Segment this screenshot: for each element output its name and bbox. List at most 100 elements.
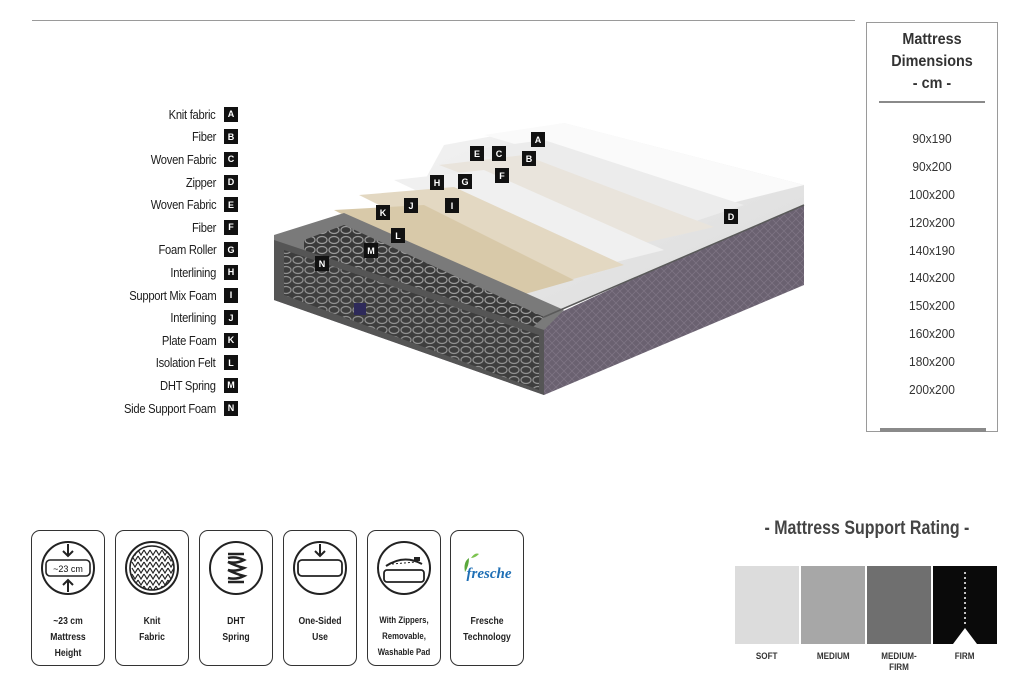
legend-badge: C bbox=[224, 151, 238, 167]
dimensions-title: Mattress Dimensions - cm - bbox=[891, 31, 973, 92]
dimension-item: 150x200 bbox=[909, 298, 955, 314]
feature-label-line: Removable, bbox=[382, 631, 426, 642]
rating-label-text: MEDIUM-FIRM bbox=[881, 651, 917, 673]
feature-label-line: Height bbox=[54, 647, 82, 659]
svg-text:fresche: fresche bbox=[467, 566, 512, 582]
rating-label-text: MEDIUM bbox=[816, 651, 850, 662]
marker-I: I bbox=[445, 198, 459, 213]
rating-segment-firm bbox=[933, 566, 997, 644]
height-icon: ~23 cm bbox=[40, 540, 96, 596]
legend-item-j: Interlining J bbox=[60, 306, 238, 329]
legend-label: Foam Roller bbox=[157, 242, 216, 258]
legend-badge: G bbox=[224, 242, 238, 258]
feature-label-line: One-Sided bbox=[298, 615, 342, 627]
marker-F: F bbox=[495, 168, 509, 183]
legend-badge: I bbox=[224, 287, 238, 303]
feature-label-line: Fabric bbox=[139, 631, 165, 643]
legend-badge: K bbox=[224, 332, 238, 348]
feature-label: With Zippers,Removable,Washable Pad bbox=[368, 613, 440, 661]
legend-label: Interlining bbox=[170, 310, 216, 326]
mattress-dimensions-panel: Mattress Dimensions - cm - 90x190 90x200 1… bbox=[866, 22, 998, 432]
feature-label-line: With Zippers, bbox=[379, 615, 429, 626]
legend-item-c: Woven Fabric C bbox=[60, 148, 238, 171]
dimension-item: 140x190 bbox=[909, 242, 955, 258]
rating-label-text: SOFT bbox=[756, 651, 778, 662]
legend-label: Side Support Foam bbox=[124, 400, 216, 416]
dimension-item: 90x200 bbox=[912, 158, 952, 174]
legend-label: Zipper bbox=[185, 174, 216, 190]
dimensions-divider bbox=[879, 101, 985, 103]
dimensions-list: 90x190 90x200 100x200 120x200 140x190 140x200… bbox=[867, 125, 997, 404]
marker-E: E bbox=[470, 146, 484, 161]
legend-item-m: DHT Spring M bbox=[60, 374, 238, 397]
legend-item-k: Plate Foam K bbox=[60, 329, 238, 352]
legend-label: Woven Fabric bbox=[150, 151, 216, 167]
feature-label-line: Knit bbox=[143, 615, 161, 627]
fresche-logo: fresche bbox=[459, 540, 515, 596]
legend-item-n: Side Support Foam N bbox=[60, 397, 238, 420]
legend-badge: B bbox=[224, 129, 238, 145]
legend-badge: L bbox=[224, 355, 238, 371]
feature-label-line: ~23 cm bbox=[53, 615, 83, 627]
dimension-item: 180x200 bbox=[909, 354, 955, 370]
marker-B: B bbox=[522, 151, 536, 166]
rating-label-soft: SOFT bbox=[735, 651, 799, 673]
marker-G: G bbox=[458, 174, 472, 189]
dimension-item: 100x200 bbox=[909, 186, 955, 202]
dimension-item: 160x200 bbox=[909, 326, 955, 342]
legend-badge: J bbox=[224, 310, 238, 326]
legend-label: Plate Foam bbox=[161, 332, 216, 348]
marker-A: A bbox=[531, 132, 545, 147]
zipper-pad-icon bbox=[376, 540, 432, 596]
legend-label: DHT Spring bbox=[160, 377, 216, 393]
feature-label-line: Spring bbox=[222, 631, 250, 643]
rating-label-text: FIRM bbox=[955, 651, 975, 662]
marker-L: L bbox=[391, 228, 405, 243]
dimension-item: 200x200 bbox=[909, 382, 955, 398]
feature-label-line: Fresche bbox=[470, 615, 504, 627]
legend-item-d: Zipper D bbox=[60, 171, 238, 194]
legend-badge: A bbox=[224, 106, 238, 122]
support-rating-title: - Mattress Support Rating - bbox=[764, 518, 970, 539]
legend-label: Interlining bbox=[170, 264, 216, 280]
svg-text:~23 cm: ~23 cm bbox=[53, 564, 83, 574]
rating-label-firm: FIRM bbox=[933, 651, 997, 673]
rating-segment-medium bbox=[801, 566, 865, 644]
mattress-cutaway-image bbox=[274, 123, 805, 395]
dimensions-bottom-bar bbox=[880, 428, 986, 432]
marker-D: D bbox=[724, 209, 738, 224]
mattress-illustration: A B C D E F G H I J K L M N bbox=[244, 55, 824, 463]
selected-rating-marker bbox=[953, 572, 977, 644]
marker-M: M bbox=[364, 243, 378, 258]
legend-badge: E bbox=[224, 197, 238, 213]
legend-badge: D bbox=[224, 174, 238, 190]
marker-K: K bbox=[376, 205, 390, 220]
marker-J: J bbox=[404, 198, 418, 213]
dimension-item: 90x190 bbox=[912, 131, 952, 146]
rating-segment-medium-firm bbox=[867, 566, 931, 644]
legend-badge: M bbox=[224, 377, 238, 393]
feature-label-line: Use bbox=[312, 631, 328, 643]
legend-badge: N bbox=[224, 400, 238, 416]
knit-fabric-icon bbox=[124, 540, 180, 596]
one-sided-icon bbox=[292, 540, 348, 596]
dimension-item: 120x200 bbox=[909, 214, 955, 230]
legend-label: Knit fabric bbox=[169, 106, 216, 122]
legend-badge: F bbox=[224, 219, 238, 235]
dimension-item: 140x200 bbox=[909, 270, 955, 286]
